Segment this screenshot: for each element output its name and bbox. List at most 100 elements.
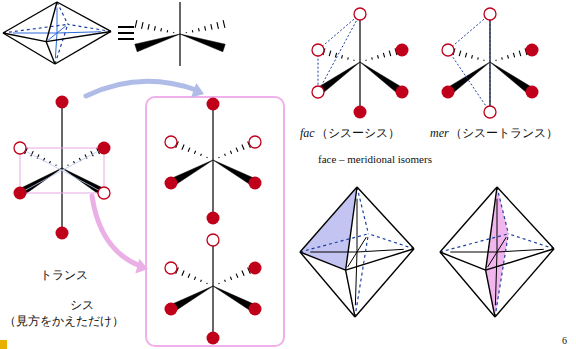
octahedron-edge (3, 33, 46, 42)
hash-bond (236, 148, 238, 152)
filled-ligand (165, 303, 178, 316)
isomer-desc: （シスーシス） (316, 126, 400, 140)
open-ligand (312, 44, 324, 56)
corner-mark (0, 340, 7, 349)
hash-bond (73, 161, 75, 163)
open-ligand (165, 262, 177, 274)
inner-bond (48, 33, 57, 40)
inner-bond (497, 249, 544, 252)
equiv-bar (118, 26, 134, 28)
hash-bond (329, 51, 331, 56)
axial-bond (359, 14, 360, 112)
filled-ligand (14, 187, 27, 200)
hash-bond (341, 55, 343, 58)
hash-bond (236, 274, 238, 278)
octahedron-edge (46, 42, 55, 64)
octahedron-edge (497, 187, 554, 249)
isomer-abbr: fac (300, 126, 315, 140)
curved-arrow (86, 81, 196, 96)
hash-bond (167, 30, 169, 32)
curved-arrow (92, 196, 140, 266)
octahedron-edge (486, 187, 497, 270)
inner-bond (355, 252, 357, 305)
diagonal (20, 148, 104, 193)
page-number: 6 (562, 334, 567, 348)
hash-bond (501, 57, 503, 59)
hash-bond (148, 24, 149, 30)
open-ligand (207, 234, 219, 246)
arrow-head (191, 83, 204, 97)
caption-text: face – meridional isomers (318, 152, 432, 166)
face-triangle (318, 14, 360, 92)
hash-bond (383, 53, 384, 57)
axial-bond (61, 102, 62, 233)
hash-bond (223, 20, 225, 28)
hash-bond (192, 30, 194, 32)
hash-bond (335, 53, 336, 57)
shaded-face (300, 187, 357, 270)
hash-bond (154, 26, 155, 30)
octahedron-edge (46, 2, 57, 42)
open-ligand (249, 136, 261, 148)
octahedron-edge (46, 31, 111, 41)
hash-bond (182, 271, 184, 276)
inner-bond (497, 237, 506, 252)
open-ligand (312, 86, 324, 98)
open-ligand (484, 106, 496, 118)
octahedron-edge (57, 2, 111, 31)
octahedron-edge (495, 249, 554, 317)
axial-bond (212, 240, 213, 338)
octahedron-edge (486, 249, 554, 270)
hash-bond (188, 274, 190, 278)
hidden-edge (300, 234, 368, 252)
hash-bond (198, 28, 200, 31)
hash-bond (188, 148, 190, 152)
octahedron-edge (300, 187, 357, 252)
filled-ligand (249, 262, 262, 275)
octahedron-edge (3, 2, 57, 33)
inner-bond (357, 199, 358, 252)
hash-bond (135, 20, 137, 28)
hash-bond (200, 154, 202, 156)
hash-bond (224, 280, 226, 282)
inner-bond (348, 252, 357, 267)
hash-bond (495, 60, 496, 61)
octahedron-edge (486, 270, 495, 317)
inner-bond (497, 199, 498, 252)
wedge-bond (180, 34, 225, 52)
inner-bond (357, 237, 366, 252)
hash-bond (230, 151, 231, 154)
arrow-head (135, 259, 148, 274)
open-ligand (98, 187, 110, 199)
hash-bond (206, 157, 208, 158)
filled-ligand (526, 86, 539, 99)
hash-bond (55, 165, 57, 166)
inner-bond (310, 252, 357, 253)
cis-caption: シス (70, 298, 94, 312)
open-ligand (354, 8, 366, 20)
filled-ligand (207, 332, 220, 345)
inner-bond (55, 33, 57, 58)
octahedron-edge (346, 270, 355, 317)
open-ligand (14, 142, 26, 154)
inner-bond (357, 249, 404, 252)
hash-bond (377, 55, 379, 58)
filled-ligand (207, 98, 220, 111)
diagonal (20, 148, 104, 193)
hash-bond (365, 60, 366, 61)
hash-bond (513, 53, 514, 57)
meridian-triangle (448, 14, 490, 112)
transfer: トランス (40, 268, 88, 282)
hash-bond (218, 283, 220, 284)
hidden-edge (440, 234, 508, 252)
hash-bond (173, 32, 174, 33)
hash-bond (483, 60, 484, 61)
hash-bond (200, 280, 202, 282)
octahedron-edge (357, 187, 414, 249)
note-text: （見方をかえただけ） (4, 314, 124, 328)
inner-bond (450, 252, 497, 253)
hash-bond (242, 271, 244, 276)
inner-bond (488, 252, 497, 267)
equiv-bar (118, 38, 134, 40)
